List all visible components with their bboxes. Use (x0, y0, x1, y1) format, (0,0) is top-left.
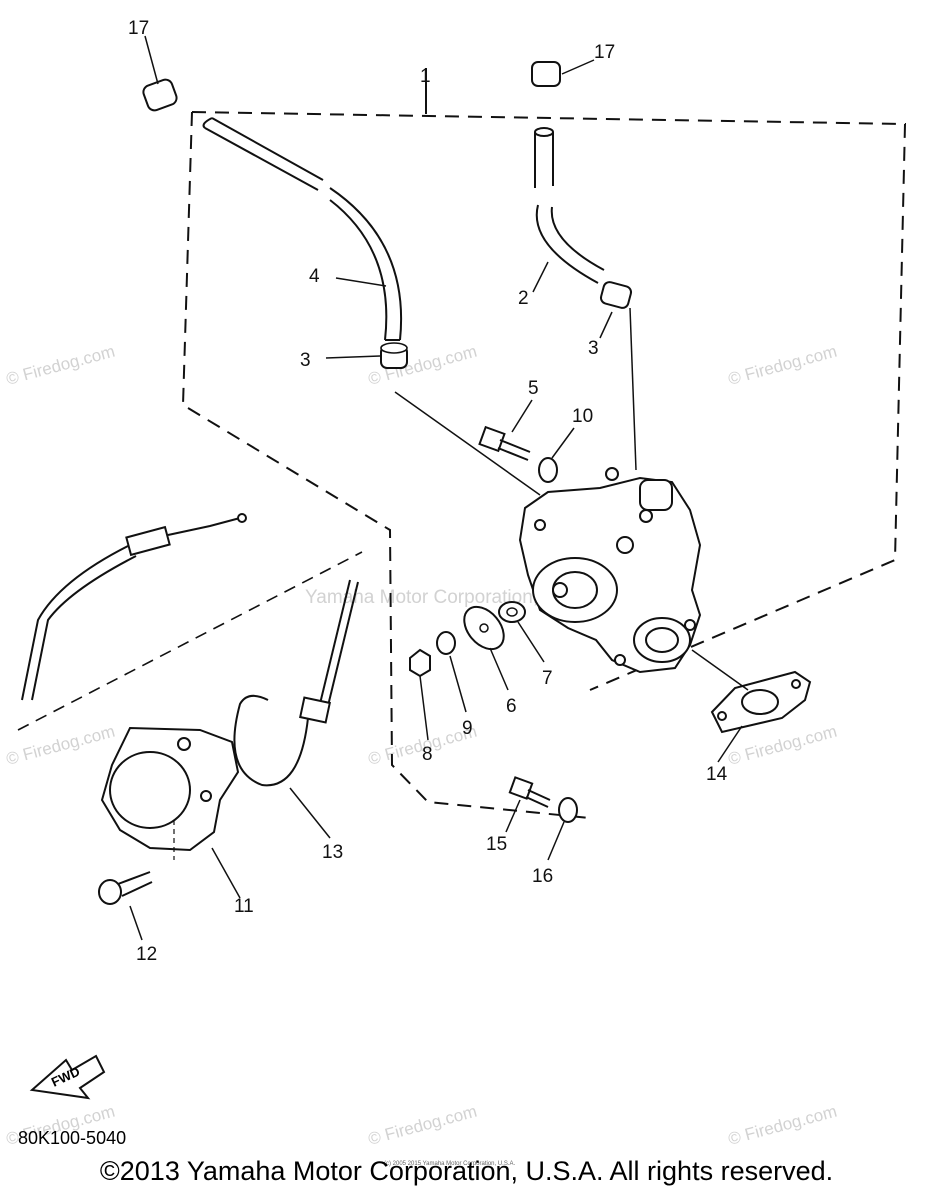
callout-2: 2 (518, 288, 529, 309)
leader-line (532, 261, 549, 293)
leader-line (599, 311, 613, 339)
callout-8: 8 (422, 744, 433, 765)
leader-line (144, 35, 159, 85)
callout-9: 9 (462, 718, 473, 739)
callout-6: 6 (506, 696, 517, 717)
throttle-cable (21, 513, 247, 701)
leader-line (449, 655, 467, 713)
watermark: © Firedog.com (726, 722, 839, 769)
leader-line (547, 821, 565, 861)
fwd-arrow: FWD (29, 1054, 106, 1100)
callout-17: 17 (128, 18, 149, 39)
leader-line (419, 675, 429, 741)
callouts: 17 17 1 4 2 3 3 5 10 7 6 9 8 14 15 16 13… (128, 18, 728, 965)
hose-clamp-left (380, 342, 408, 369)
oil-pump (518, 467, 702, 674)
callout-15: 15 (486, 834, 507, 855)
pump-cover-11 (100, 726, 240, 852)
leader-line (629, 307, 637, 471)
callout-13: 13 (322, 842, 343, 863)
callout-4: 4 (309, 266, 320, 287)
callout-3: 3 (588, 338, 599, 359)
leader-line (551, 427, 575, 459)
leader-line (394, 391, 541, 496)
leader-line (129, 905, 143, 941)
leader-line (335, 277, 387, 287)
hose-2 (534, 127, 605, 284)
hose-clamp-right (599, 281, 633, 309)
washer-16 (558, 797, 578, 823)
callout-5: 5 (528, 378, 539, 399)
section-separator (17, 551, 363, 731)
hose-4 (202, 117, 403, 341)
callout-16: 16 (532, 866, 553, 887)
part-code: 80K100-5040 (18, 1128, 127, 1148)
cap-17-left (142, 78, 178, 112)
callout-12: 12 (136, 944, 157, 965)
assembly-boundary (181, 111, 907, 819)
oil-pump-cable-13 (233, 579, 359, 787)
leader-line (489, 647, 509, 691)
watermark: © Firedog.com (366, 1102, 479, 1149)
watermark: © Firedog.com (726, 1102, 839, 1149)
watermark: © Firedog.com (4, 342, 117, 389)
bolt-12 (98, 871, 153, 905)
washer-7 (498, 601, 526, 623)
cap-17-right (531, 61, 561, 87)
callout-3: 3 (300, 350, 311, 371)
leader-line (517, 621, 545, 663)
callout-1: 1 (420, 66, 431, 87)
callout-7: 7 (542, 668, 553, 689)
fine-print: (c) 2005 2015 Yamaha Motor Corporation, … (384, 1161, 516, 1167)
leader-line (691, 649, 749, 691)
callout-14: 14 (706, 764, 728, 785)
leader-line (717, 725, 743, 763)
callout-10: 10 (572, 406, 593, 427)
leader-line (289, 787, 331, 839)
bolt-15 (508, 776, 551, 808)
leader-line (511, 399, 533, 433)
copyright-notice: ©2013 Yamaha Motor Corporation, U.S.A. A… (99, 1156, 834, 1186)
watermark: © Firedog.com (726, 342, 839, 389)
leader-line (505, 799, 521, 833)
callout-17: 17 (594, 42, 615, 63)
leader-line (561, 59, 595, 75)
gasket-14 (710, 670, 812, 734)
washer-10 (538, 457, 558, 483)
plate-6 (463, 605, 505, 651)
bolt-5 (478, 425, 531, 461)
watermark-yamaha: Yamaha Motor Corporation, U.S.A. (305, 587, 598, 608)
leader-line (325, 355, 381, 359)
nut-8 (409, 648, 431, 678)
washer-9 (436, 631, 456, 655)
callout-11: 11 (234, 896, 254, 917)
leader-line (211, 847, 241, 899)
